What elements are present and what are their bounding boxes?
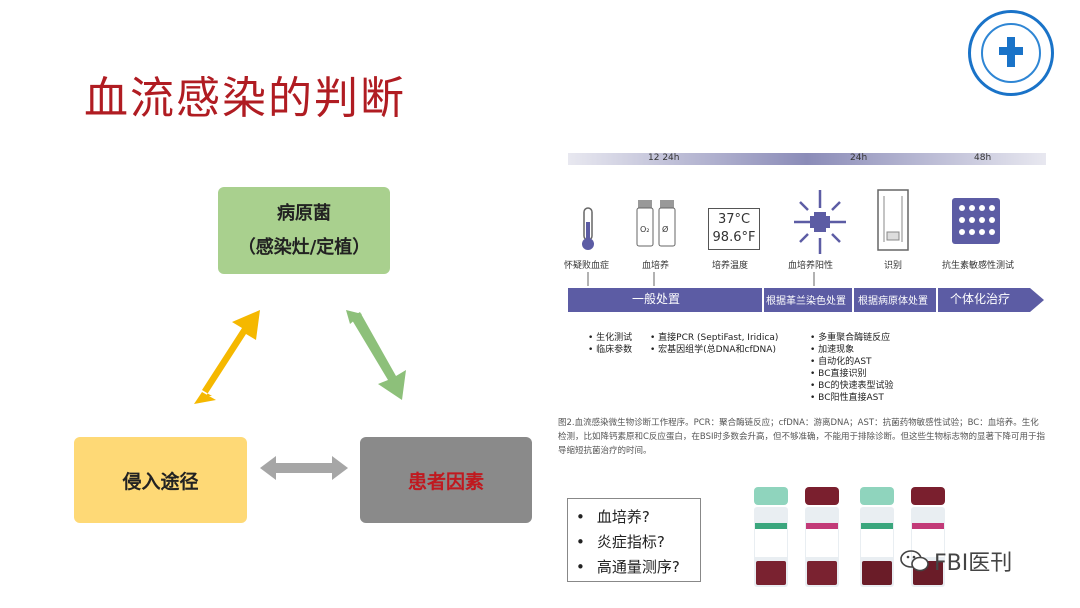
timeline-header-bar xyxy=(568,153,1046,165)
pathogen-box: 病原菌 （感染灶/定植） xyxy=(218,187,390,274)
icon-label-blood-culture: 血培养 xyxy=(642,261,670,271)
timeline-divider xyxy=(936,288,938,312)
pathogen-sublabel: （感染灶/定植） xyxy=(237,236,371,258)
timeline-label-48h: 48h xyxy=(974,153,992,163)
bullet-list-molecular: 直接PCR (SeptiFast, Iridica) 宏基因组学(总DNA和cf… xyxy=(650,332,778,356)
watermark: FBI医刊 xyxy=(900,545,1012,577)
icon-label-culture-temp: 培养温度 xyxy=(712,261,749,271)
temperature-fahrenheit: 98.6°F xyxy=(712,230,756,245)
figure-caption: 图2.血流感染微生物诊断工作程序。PCR：聚合酶链反应；cfDNA：游离DNA；… xyxy=(558,418,1046,456)
icon-label-suspected-sepsis: 怀疑败血症 xyxy=(564,261,610,271)
logo-inner-ring xyxy=(981,23,1041,83)
culture-bottle-icon: O₂ Ø xyxy=(636,200,676,247)
svg-text:O₂: O₂ xyxy=(640,225,650,234)
segment-gram-stain: 根据革兰染色处置 xyxy=(766,296,846,307)
ast-plate-icon xyxy=(952,198,1000,244)
timeline-divider xyxy=(852,288,854,312)
culture-bottle-image xyxy=(858,487,896,591)
svg-text:Ø: Ø xyxy=(662,224,668,234)
bullet-list-positive-culture: 多重聚合酶链反应 加速现象 自动化的AST BC直接识别 BC的快速表型试验 B… xyxy=(810,332,893,404)
wechat-icon xyxy=(900,550,929,572)
icon-label-positive-culture: 血培养阳性 xyxy=(788,261,834,271)
list-item: BC的快速表型试验 xyxy=(810,380,893,392)
list-item: 生化测试 xyxy=(588,332,632,344)
list-item: BC直接识别 xyxy=(810,368,893,380)
invasion-route-box: 侵入途径 xyxy=(74,437,247,523)
question-list-box: 血培养? 炎症指标? 高通量测序? xyxy=(567,498,701,582)
pathogen-label: 病原菌 xyxy=(277,202,331,224)
list-item: 宏基因组学(总DNA和cfDNA) xyxy=(650,344,778,356)
patient-factors-box: 患者因素 xyxy=(360,437,532,523)
list-item: 多重聚合酶链反应 xyxy=(810,332,893,344)
invasion-route-label: 侵入途径 xyxy=(122,470,199,493)
timeline-arrow-tip xyxy=(1030,288,1044,312)
list-item: 血培养? xyxy=(576,505,700,530)
temperature-display: 37°C 98.6°F xyxy=(708,208,760,250)
timeline-label-24h: 24h xyxy=(850,153,868,163)
list-item: 高通量测序? xyxy=(576,555,700,580)
hospital-logo xyxy=(968,10,1054,96)
list-item: BC阳性直接AST xyxy=(810,392,893,404)
icon-label-identification: 识别 xyxy=(884,261,903,271)
list-item: 临床参数 xyxy=(588,344,632,356)
patient-factors-label: 患者因素 xyxy=(407,470,484,493)
page-title: 血流感染的判断 xyxy=(84,73,406,124)
medical-cross-icon xyxy=(999,37,1023,67)
list-item: 加速现象 xyxy=(810,344,893,356)
list-item: 自动化的AST xyxy=(810,356,893,368)
double-arrow-green-icon xyxy=(346,310,406,400)
workflow-icons: O₂ Ø xyxy=(582,189,1000,286)
relationship-arrows xyxy=(194,310,406,480)
list-item: 直接PCR (SeptiFast, Iridica) xyxy=(650,332,778,344)
watermark-text: FBI医刊 xyxy=(934,551,1013,576)
timeline-main-bar xyxy=(568,288,1030,312)
culture-bottle-image xyxy=(909,487,947,591)
double-arrow-gray-icon xyxy=(260,456,348,480)
culture-bottle-image xyxy=(752,487,790,591)
icon-label-ast: 抗生素敏感性测试 xyxy=(942,261,1015,271)
list-item: 炎症指标? xyxy=(576,530,700,555)
identification-device-icon xyxy=(877,189,909,251)
thermometer-icon xyxy=(582,207,594,250)
segment-general: 一般处置 xyxy=(632,292,681,306)
bullet-list-general: 生化测试 临床参数 xyxy=(588,332,632,356)
positive-signal-icon xyxy=(794,190,846,254)
timeline-divider xyxy=(762,288,764,312)
double-arrow-yellow-icon xyxy=(194,310,260,404)
culture-bottle-image xyxy=(803,487,841,591)
temperature-celsius: 37°C xyxy=(717,212,751,227)
diagnostic-workflow-figure: 12 24h 24h 48h O₂ Ø xyxy=(558,150,1052,465)
segment-pathogen: 根据病原体处置 xyxy=(858,296,928,307)
segment-individual: 个体化治疗 xyxy=(950,292,1011,306)
timeline-label-12-24h: 12 24h xyxy=(648,153,680,163)
